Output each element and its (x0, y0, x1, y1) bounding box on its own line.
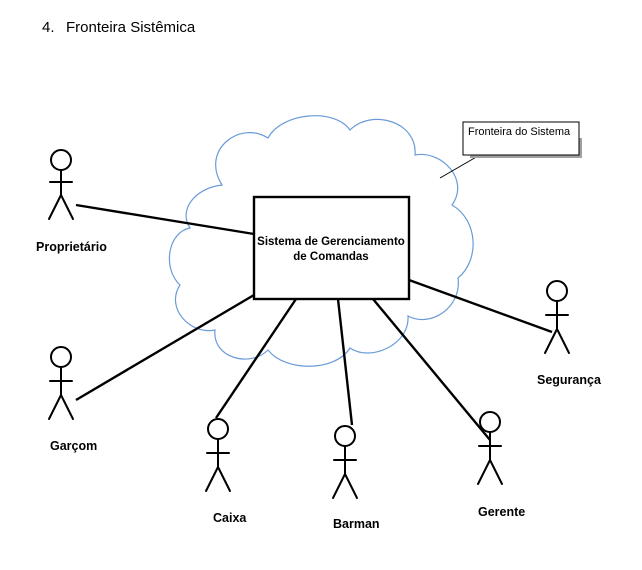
association-caixa (215, 298, 297, 419)
actor-right-leg (217, 466, 231, 492)
actor-left-leg (544, 328, 558, 354)
actor-proprietario: Proprietário (36, 149, 107, 254)
actor-label-garcom: Garçom (50, 439, 97, 453)
callout-label: Fronteira do Sistema (468, 126, 571, 138)
actor-right-leg (556, 328, 570, 354)
actor-label-caixa: Caixa (213, 511, 247, 525)
actor-left-leg (332, 473, 346, 499)
actor-label-barman: Barman (333, 517, 380, 531)
association-barman (336, 298, 354, 426)
association-seguranca (408, 278, 553, 334)
actor-right-leg (60, 394, 74, 420)
actor-head (50, 149, 72, 171)
system-rectangle (252, 195, 411, 301)
actor-right-leg (344, 473, 358, 499)
callout-pointer (439, 155, 479, 179)
actor-head (207, 418, 229, 440)
boundary-callout: Fronteira do Sistema (439, 121, 582, 179)
actor-left-leg (48, 394, 62, 420)
actor-label-proprietario: Proprietário (36, 240, 107, 254)
actor-barman: Barman (332, 425, 380, 531)
association-garcom (75, 293, 255, 402)
system-label-line1: Sistema de Gerenciamento (257, 236, 405, 248)
actor-label-gerente: Gerente (478, 505, 525, 519)
association-proprietario (75, 203, 255, 236)
actor-left-leg (205, 466, 219, 492)
actor-left-leg (477, 459, 491, 485)
system-box: Sistema de Gerenciamento de Comandas (252, 195, 411, 301)
actor-caixa: Caixa (205, 418, 247, 525)
callout-box (462, 121, 580, 156)
actor-head (479, 411, 501, 433)
actor-left-leg (48, 194, 62, 220)
actor-head (546, 280, 568, 302)
section-title: Fronteira Sistêmica (66, 19, 196, 36)
section-number: 4. (42, 19, 55, 36)
actor-garcom: Garçom (48, 346, 97, 453)
actor-head (50, 346, 72, 368)
system-label-line2: de Comandas (293, 251, 368, 263)
actor-right-leg (60, 194, 74, 220)
actor-gerente: Gerente (477, 411, 525, 519)
associations (75, 203, 553, 441)
actor-right-leg (489, 459, 503, 485)
actor-seguranca: Segurança (537, 280, 602, 387)
association-gerente (372, 298, 491, 441)
system-boundary-cloud (168, 115, 474, 367)
actor-head (334, 425, 356, 447)
actor-label-seguranca: Segurança (537, 373, 602, 387)
